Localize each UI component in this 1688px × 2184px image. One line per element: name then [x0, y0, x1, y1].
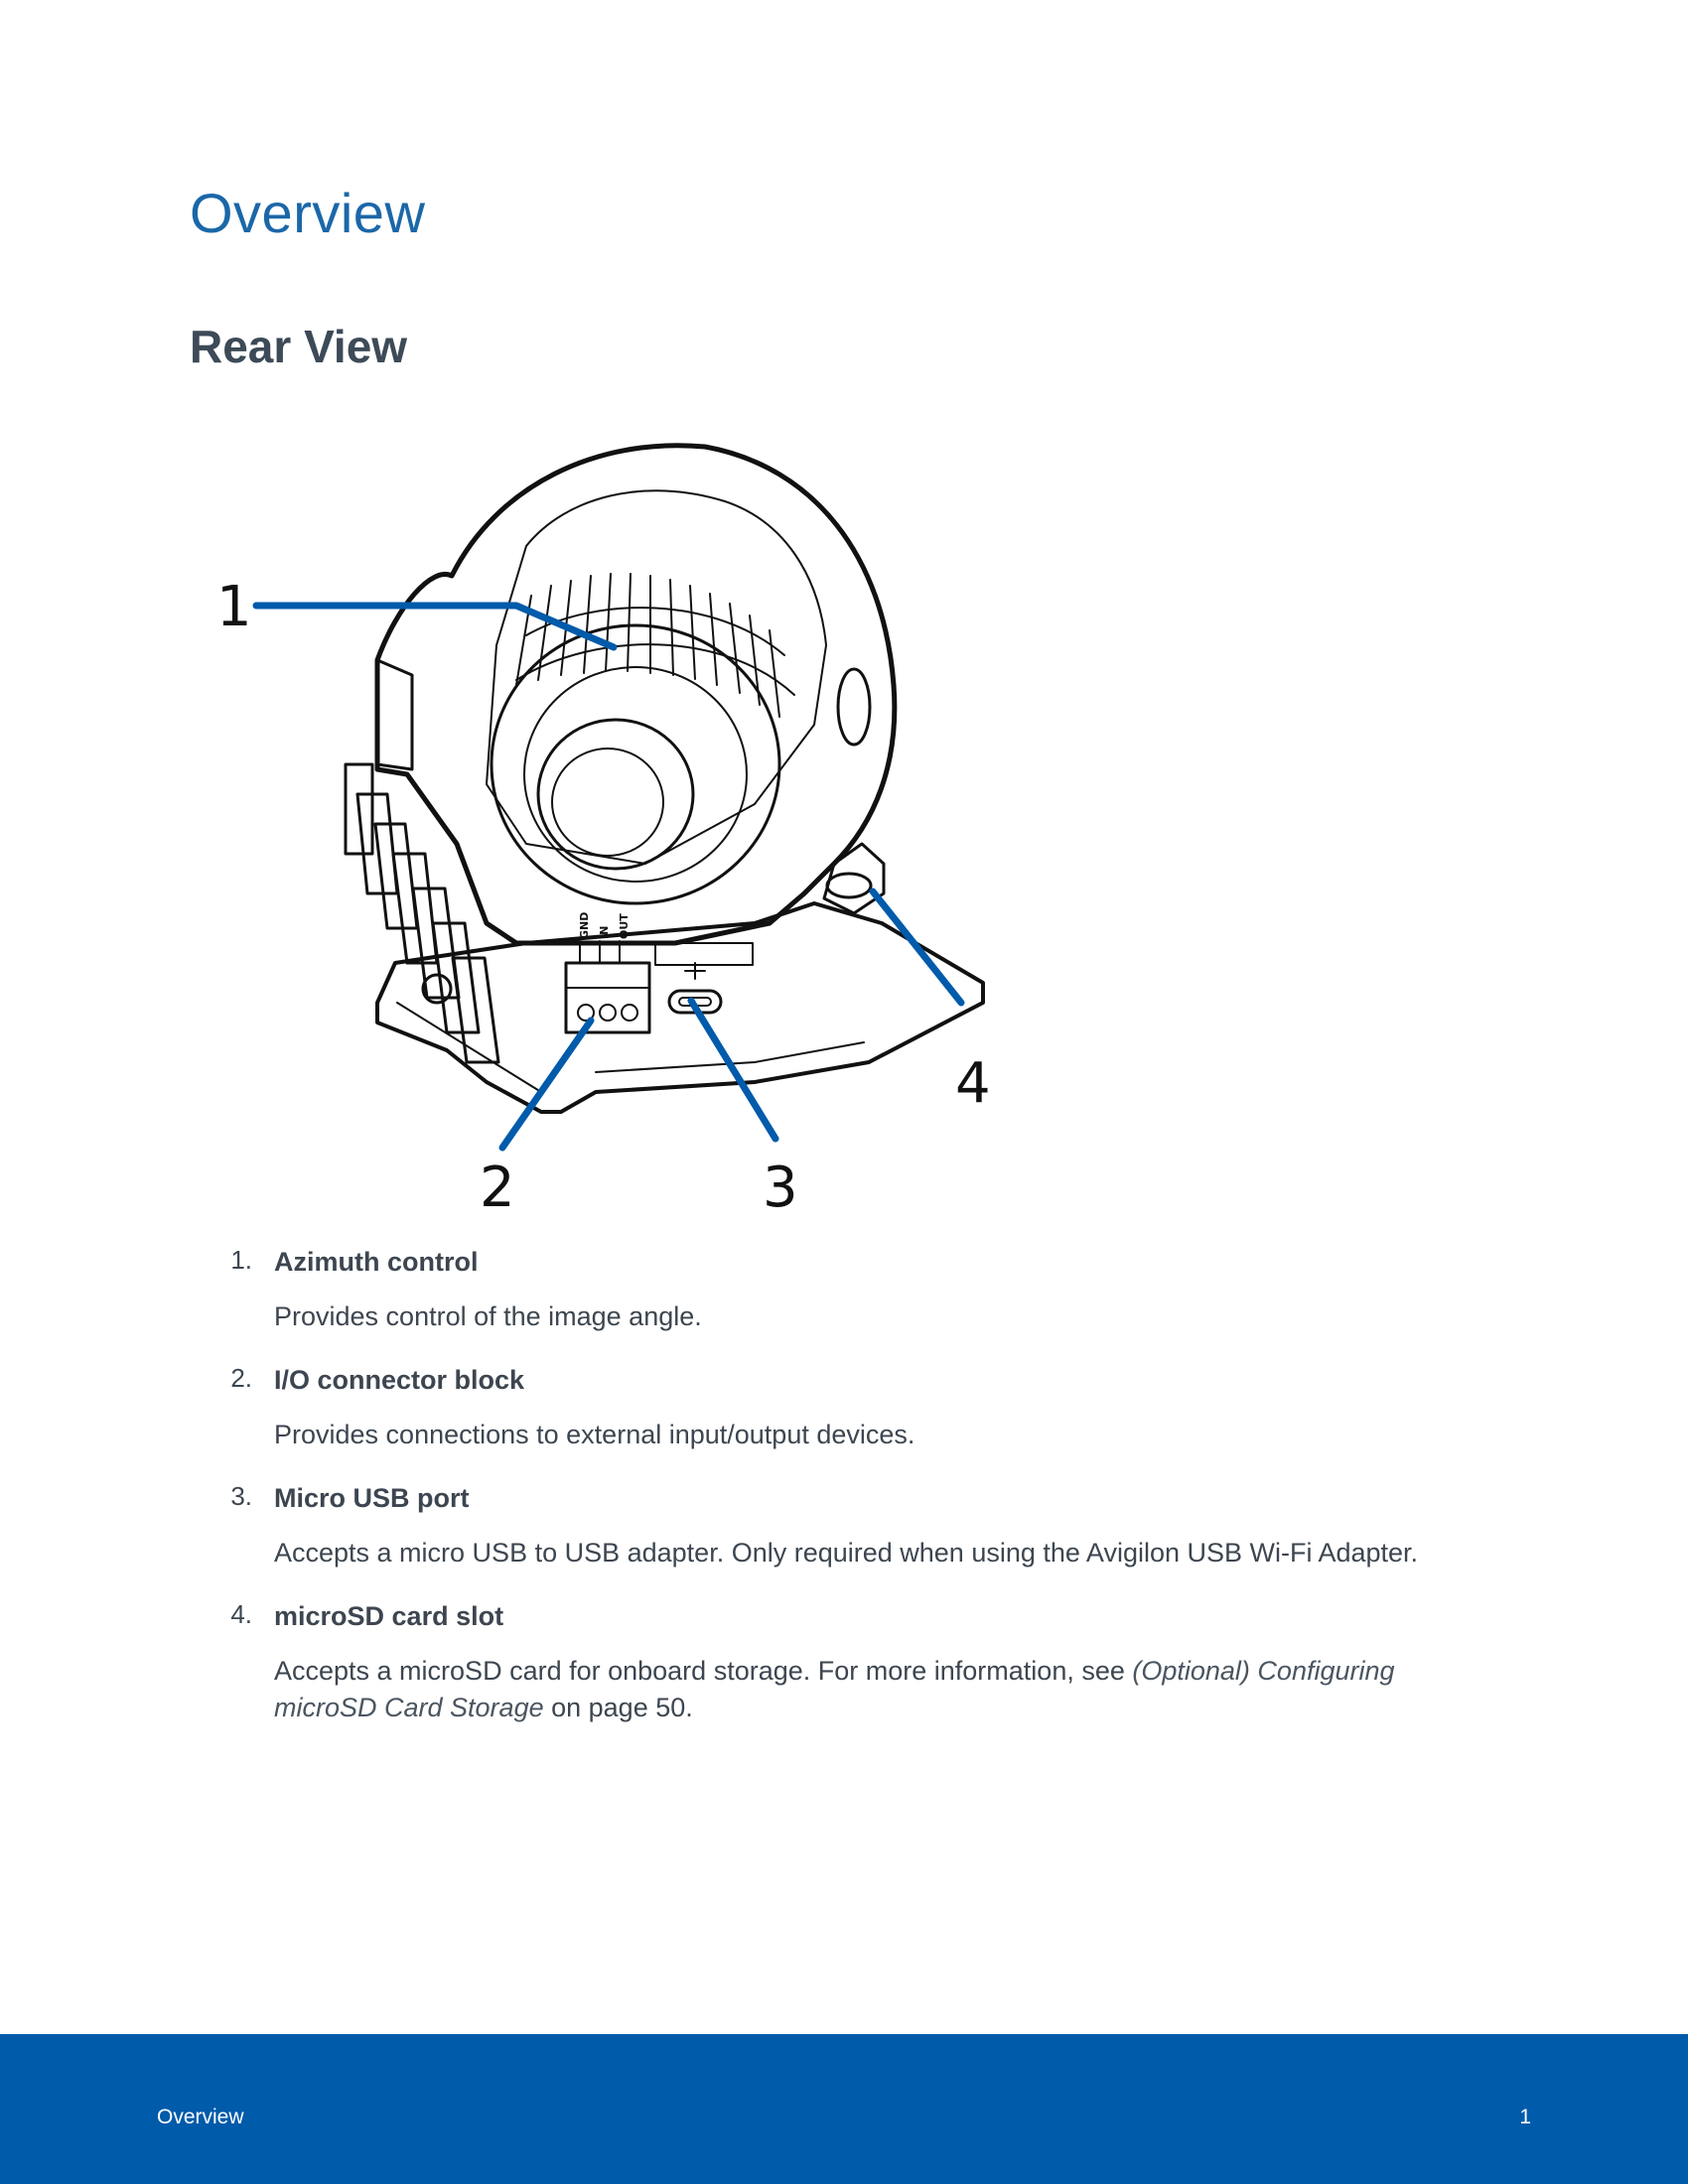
component-list: 1. Azimuth control Provides control of t… [230, 1243, 1481, 1752]
page-number: 1 [1519, 2106, 1531, 2128]
page-footer: Overview 1 [0, 2034, 1688, 2184]
callout-3: 3 [763, 1156, 798, 1220]
camera-illustration: GND IN OUT 1 2 3 4 [216, 443, 991, 1220]
microsd-config-link[interactable]: (Optional) Configuring microSD Card Stor… [274, 1656, 1395, 1722]
description-suffix: on page 50. [543, 1693, 693, 1722]
list-term: microSD card slot [274, 1601, 504, 1631]
description-prefix: Accepts a microSD card for onboard stora… [274, 1656, 1133, 1686]
dome-shell [374, 443, 898, 946]
io-connector-block [564, 961, 651, 1034]
list-number: 1. [230, 1245, 252, 1275]
leader-line-4 [869, 887, 965, 1007]
lens-housing [490, 623, 781, 905]
list-number: 2. [230, 1363, 252, 1393]
list-description: Accepts a microSD card for onboard stora… [274, 1653, 1481, 1726]
azimuth-ring [515, 573, 795, 718]
screw [421, 973, 453, 1005]
list-number: 4. [230, 1599, 252, 1629]
list-description: Provides connections to external input/o… [274, 1420, 915, 1449]
list-term: Azimuth control [274, 1247, 479, 1277]
callout-2: 2 [480, 1156, 515, 1220]
footer-section-name: Overview [157, 2106, 244, 2128]
camera-rear-view-figure: GND IN OUT 1 2 3 4 [199, 427, 1013, 1221]
connector-label-in: IN [598, 926, 611, 939]
connector-label-out: OUT [618, 913, 631, 939]
list-term: Micro USB port [274, 1483, 470, 1513]
leader-line-3 [687, 997, 779, 1143]
leader-line-2 [498, 1017, 595, 1152]
callout-4: 4 [955, 1051, 991, 1116]
list-item: 2. I/O connector block Provides connecti… [230, 1361, 1481, 1453]
callout-1: 1 [216, 575, 252, 639]
side-fins [344, 762, 500, 1064]
list-term: I/O connector block [274, 1365, 525, 1395]
side-knob [836, 667, 872, 747]
list-item: 1. Azimuth control Provides control of t… [230, 1243, 1481, 1335]
list-item: 3. Micro USB port Accepts a micro USB to… [230, 1479, 1481, 1571]
page-title: Overview [190, 182, 426, 244]
list-item: 4. microSD card slot Accepts a microSD c… [230, 1597, 1481, 1726]
base-plate [375, 901, 985, 1114]
leader-line-1 [252, 602, 618, 651]
lens [551, 748, 664, 857]
list-description: Provides control of the image angle. [274, 1301, 702, 1331]
connector-label-gnd: GND [578, 912, 591, 939]
section-title: Rear View [190, 321, 408, 372]
microsd-slot [825, 872, 873, 899]
list-number: 3. [230, 1481, 252, 1511]
list-description: Accepts a micro USB to USB adapter. Only… [274, 1538, 1419, 1568]
